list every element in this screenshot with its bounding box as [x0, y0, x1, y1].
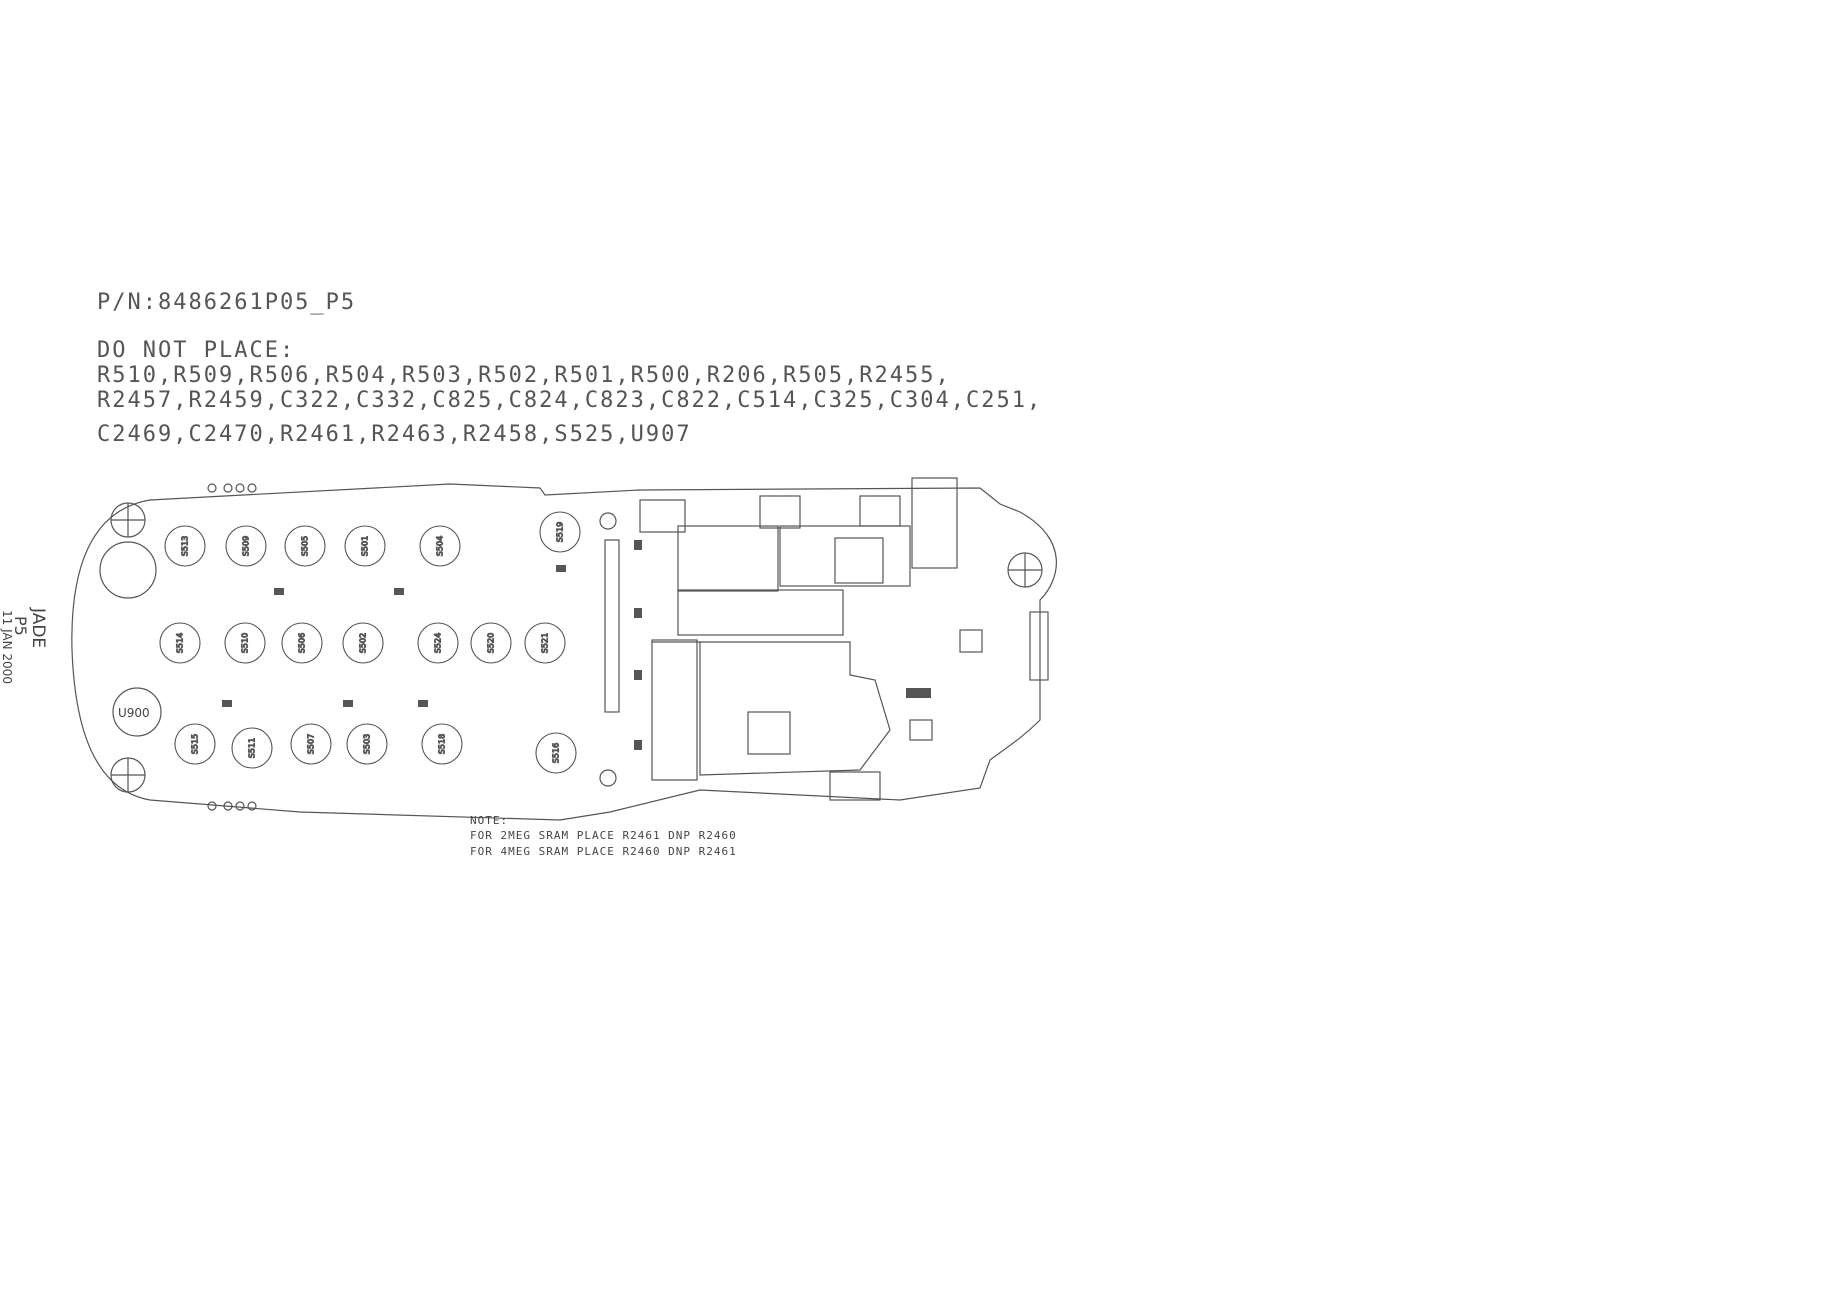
key-switch — [284, 525, 326, 567]
u900-pad — [112, 687, 162, 737]
key-label: S511 — [248, 738, 257, 758]
dnp-line-3: C2469,C2470,R2461,R2463,R2458,S525,U907 — [97, 422, 692, 447]
key-label: S519 — [556, 522, 565, 542]
key-label: S504 — [436, 536, 445, 556]
top-switch — [759, 495, 801, 529]
key-switch — [224, 622, 266, 664]
key-switch — [524, 622, 566, 664]
ic-2 — [747, 711, 791, 755]
connector-right — [911, 477, 958, 569]
key-switch — [344, 525, 386, 567]
key-label: S521 — [541, 633, 550, 653]
key-switch — [164, 525, 206, 567]
key-label: S501 — [361, 536, 370, 556]
ic-1 — [834, 537, 884, 584]
shield-can-2 — [779, 525, 911, 587]
key-switch — [231, 727, 273, 769]
shield-can-4 — [652, 641, 891, 776]
key-label: S524 — [434, 633, 443, 653]
key-label: S502 — [359, 633, 368, 653]
key-switch — [539, 511, 581, 553]
shield-can-5 — [651, 639, 698, 781]
ic-4 — [909, 719, 933, 741]
note-title: NOTE: — [470, 814, 509, 827]
key-switch — [281, 622, 323, 664]
key-switch — [342, 622, 384, 664]
key-label: S513 — [181, 536, 190, 556]
key-label: S509 — [242, 536, 251, 556]
key-switch — [421, 723, 463, 765]
key-label: S505 — [301, 536, 310, 556]
key-label: S516 — [552, 743, 561, 763]
u900-label: U900 — [118, 706, 150, 720]
key-switch — [174, 723, 216, 765]
speaker-pad — [99, 541, 157, 599]
key-switch — [225, 525, 267, 567]
side-connector — [1029, 611, 1049, 681]
shield-can-1 — [677, 525, 779, 592]
key-switch — [417, 622, 459, 664]
note-line-1: FOR 2MEG SRAM PLACE R2461 DNP R2460 — [470, 829, 737, 842]
key-label: S515 — [191, 734, 200, 754]
key-switch — [346, 723, 388, 765]
part-number: P/N:8486261P05_P5 — [97, 290, 357, 315]
connector-strip — [604, 539, 620, 713]
key-label: S520 — [487, 633, 496, 653]
key-switch — [470, 622, 512, 664]
key-label: S507 — [307, 734, 316, 754]
key-switch — [419, 525, 461, 567]
dnp-line-1: R510,R509,R506,R504,R503,R502,R501,R500,… — [97, 363, 951, 388]
board-outline — [71, 483, 1057, 821]
key-label: S506 — [298, 633, 307, 653]
note-line-2: FOR 4MEG SRAM PLACE R2460 DNP R2461 — [470, 845, 737, 858]
key-label: S503 — [363, 734, 372, 754]
dnp-line-2: R2457,R2459,C322,C332,C825,C824,C823,C82… — [97, 388, 1043, 413]
shield-can-3 — [677, 589, 844, 636]
bottom-switch — [829, 771, 881, 801]
key-label: S518 — [438, 734, 447, 754]
dnp-title: DO NOT PLACE: — [97, 338, 296, 363]
key-label: S514 — [176, 633, 185, 653]
ic-3 — [959, 629, 983, 653]
key-label: S510 — [241, 633, 250, 653]
key-switch — [159, 622, 201, 664]
key-switch — [290, 723, 332, 765]
key-switch — [535, 732, 577, 774]
